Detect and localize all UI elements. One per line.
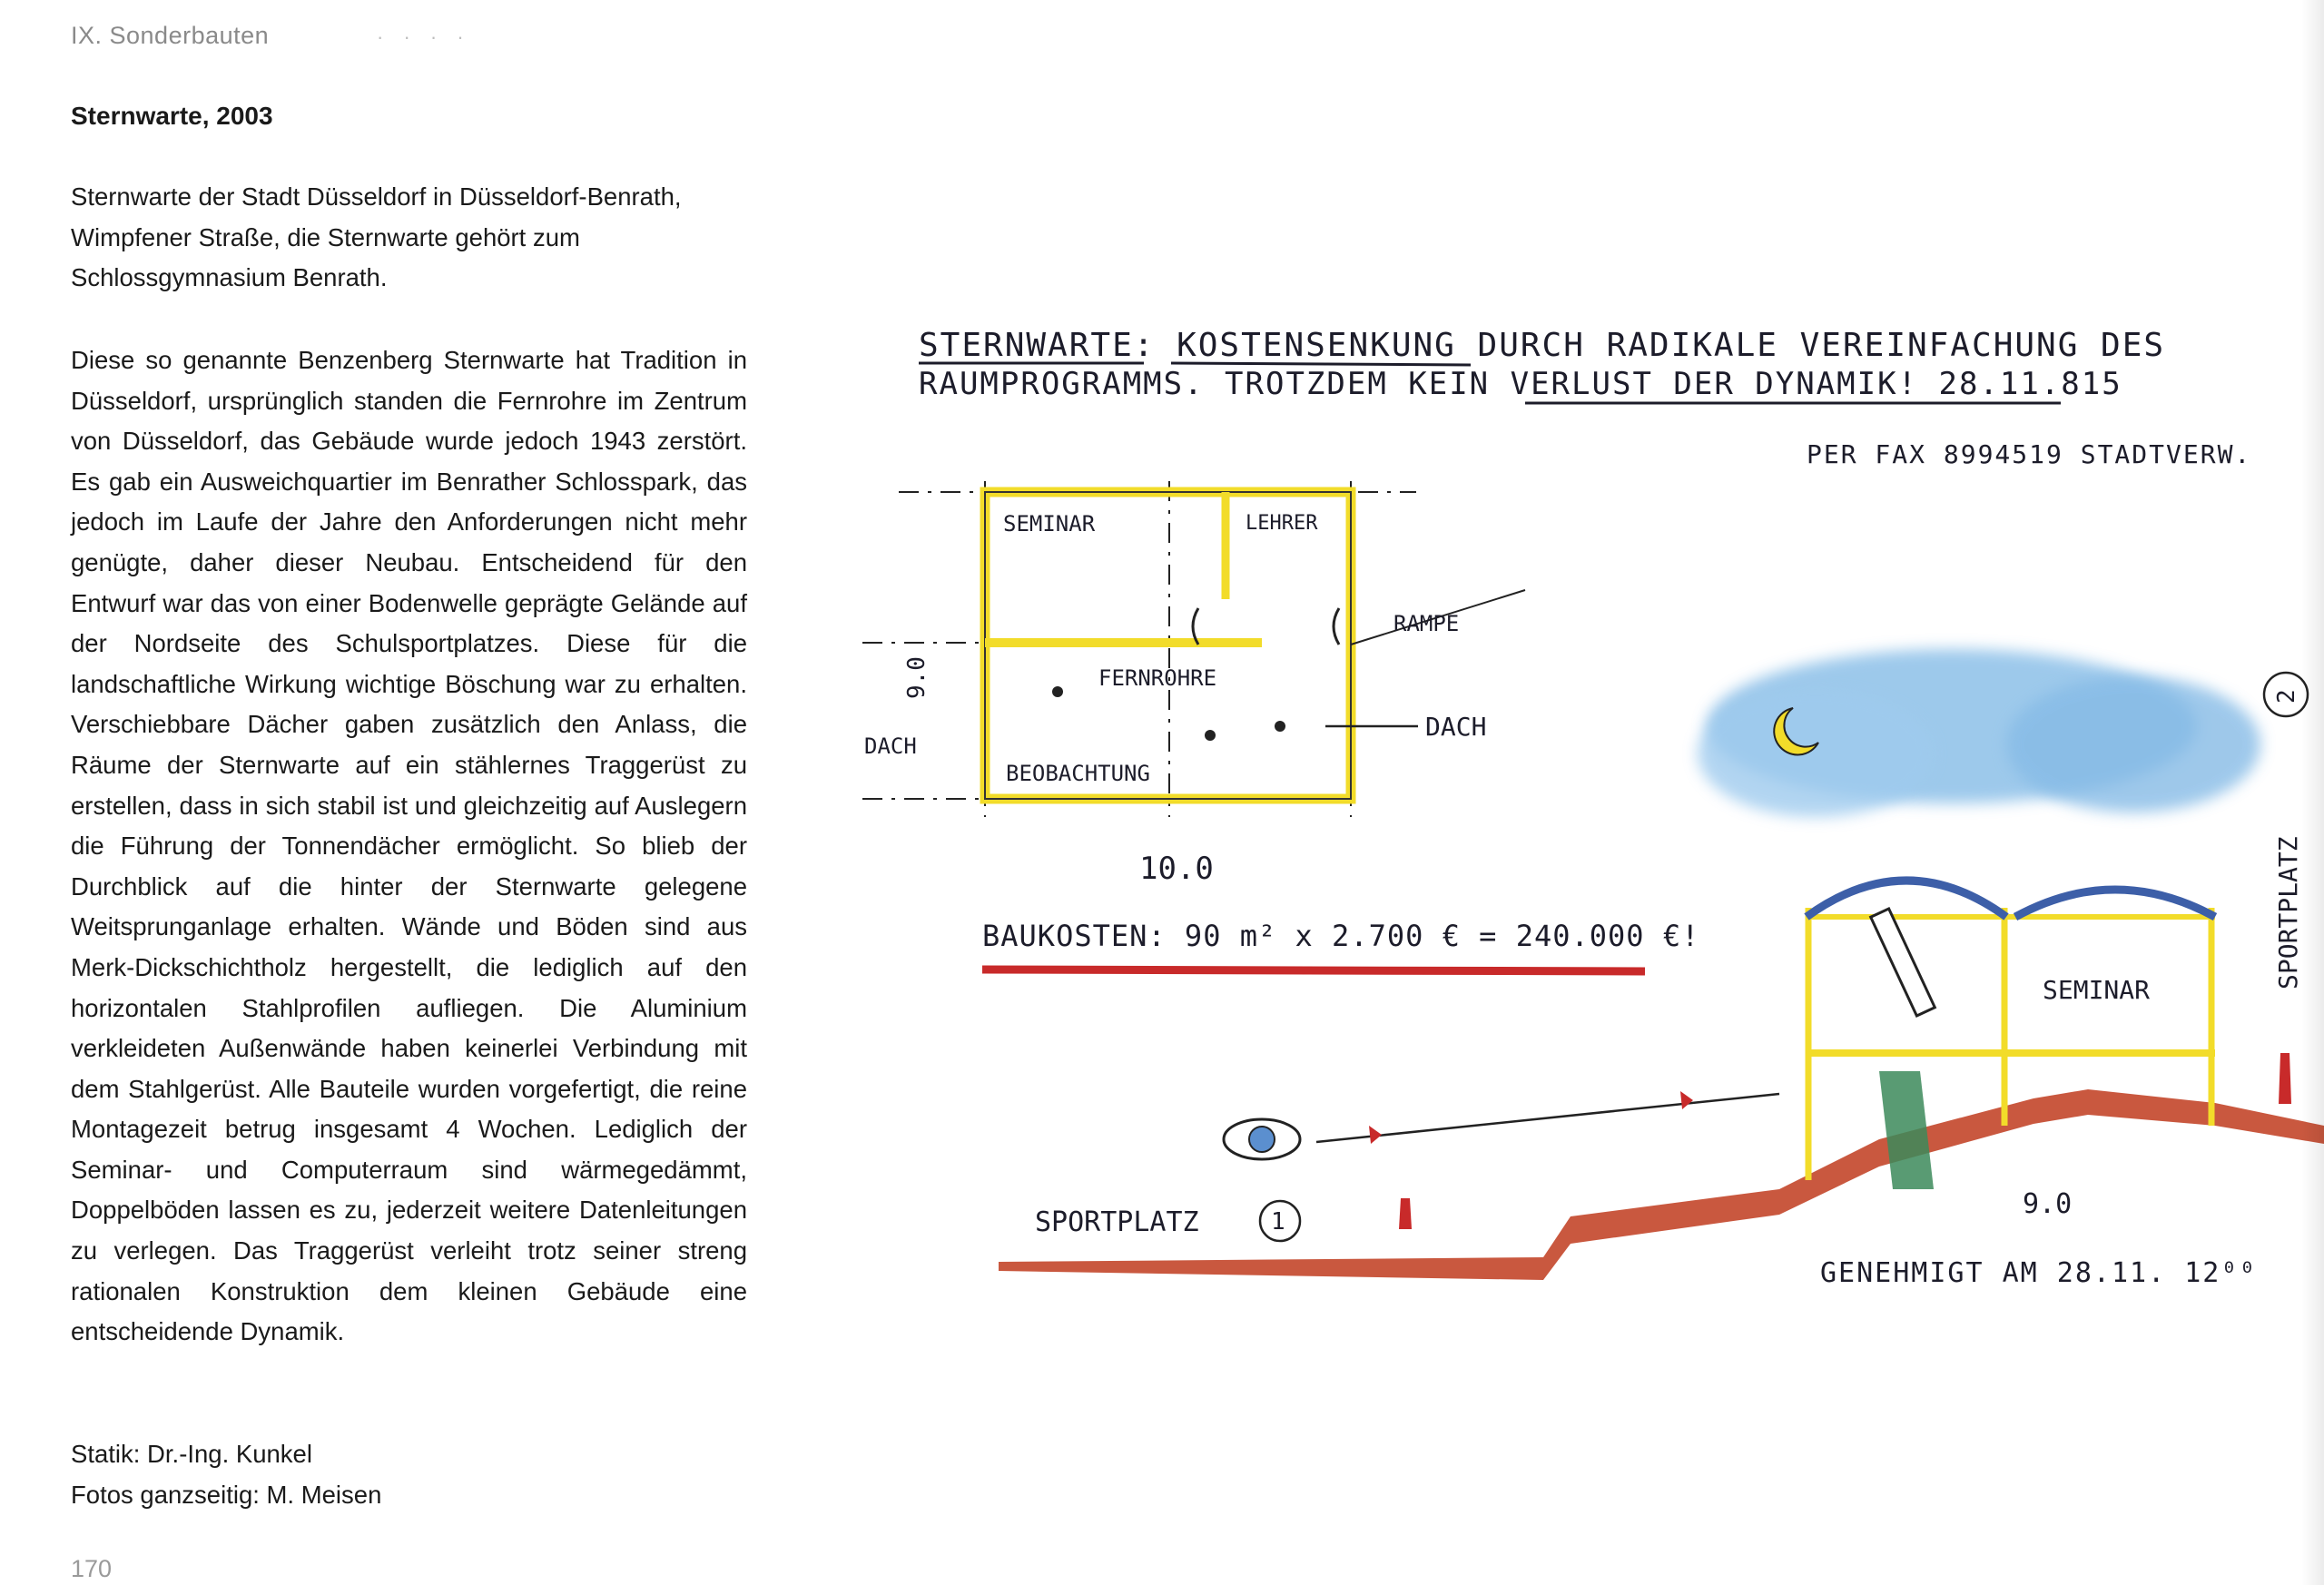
article-title: Sternwarte, 2003 xyxy=(71,102,273,130)
sketch-headline-2: RAUMPROGRAMMS. TROTZDEM KEIN VERLUST DER… xyxy=(919,366,2122,402)
view-arrow xyxy=(1315,1092,1780,1144)
section-label-seminar: SEMINAR xyxy=(2043,975,2150,1005)
eye-iris xyxy=(1248,1126,1275,1153)
plan-label-seminar: SEMINAR xyxy=(1003,511,1096,537)
sightline-cone xyxy=(1879,1071,1934,1189)
cost-line: BAUKOSTEN: 90 m² x 2.700 € = 240.000 €! xyxy=(982,919,1699,953)
barrel-roof-right xyxy=(2013,885,2218,920)
plan-dimension-depth: 9.0 xyxy=(903,656,931,699)
running-head: IX. Sonderbauten xyxy=(71,22,270,49)
person-figure-icon xyxy=(1399,1198,1412,1229)
fax-note: PER FAX 8994519 STADTVERW. xyxy=(1807,439,2251,469)
plan-door-swings xyxy=(1191,607,1341,645)
left-page: IX. Sonderbauten · · · · Sternwarte, 200… xyxy=(0,0,817,1585)
credit-statics: Statik: Dr.-Ing. Kunkel xyxy=(71,1440,312,1468)
plan-dimension-width: 10.0 xyxy=(1139,851,1214,887)
sky-cloud-left xyxy=(1698,690,1934,817)
plan-label-beobachtung: BEOBACHTUNG xyxy=(1006,761,1150,786)
page-number: 170 xyxy=(71,1555,113,1582)
headline-underline-2 xyxy=(1170,361,1472,367)
section-drawing: SEMINAR SPORTPLATZ 1 SPORTPLATZ 2 9.0 xyxy=(999,671,2324,1280)
sketch-headline-1: STERNWARTE: KOSTENSENKUNG DURCH RADIKALE… xyxy=(919,327,2165,364)
plan-label-fernrohre: FERNROHRE xyxy=(1098,665,1216,691)
credit-photos: Fotos ganzseitig: M. Meisen xyxy=(71,1480,382,1509)
section-dimension: 9.0 xyxy=(2023,1188,2072,1220)
page-gutter-shadow xyxy=(2301,0,2324,1585)
marker-1: 1 xyxy=(1271,1208,1285,1236)
approval-note: GENEHMIGT AM 28.11. 12⁰⁰ xyxy=(1820,1257,2257,1289)
telescope-icon xyxy=(1868,906,1937,1019)
night-sky xyxy=(1698,649,2260,817)
sky-cloud-right xyxy=(2006,676,2260,812)
telescope-dot-3 xyxy=(1275,721,1285,732)
running-head-ornament: · · · · xyxy=(377,25,471,48)
marker-circle-2 xyxy=(2262,671,2309,718)
barrel-roof-left xyxy=(1804,876,2009,920)
marker-2: 2 xyxy=(2273,689,2300,704)
ramp-line xyxy=(1350,589,1526,645)
intro-paragraph: Sternwarte der Stadt Düsseldorf in Düsse… xyxy=(71,182,682,292)
architect-sketch: STERNWARTE: KOSTENSENKUNG DURCH RADIKALE… xyxy=(862,327,2324,1289)
section-label-sportplatz-1: SPORTPLATZ xyxy=(1035,1206,1199,1238)
marker-circle-1 xyxy=(1258,1199,1302,1243)
section-label-sportplatz-2: SPORTPLATZ xyxy=(2273,836,2303,989)
view-arrow-heads xyxy=(1369,1091,1693,1144)
ground-profile xyxy=(999,1089,2324,1280)
plan-label-dach-right: DACH xyxy=(1425,712,1486,742)
body-paragraph: Diese so genannte Benzenberg Sternwarte … xyxy=(71,346,747,1346)
plan-label-rampe: RAMPE xyxy=(1393,611,1459,636)
telescope-dot-2 xyxy=(1205,730,1216,741)
plan-label-dach-left: DACH xyxy=(864,733,917,759)
person-figure-right-icon xyxy=(2279,1053,2291,1104)
telescope-dot-1 xyxy=(1052,686,1063,697)
cost-underline xyxy=(981,965,1646,976)
moon-icon xyxy=(1773,707,1819,756)
plan-label-lehrer: LEHRER xyxy=(1246,512,1318,535)
credits: Statik: Dr.-Ing. Kunkel Fotos ganzseitig… xyxy=(71,1434,381,1515)
floor-plan: SEMINAR LEHRER RAMPE FERNROHRE BEOBACHTU… xyxy=(862,481,1526,887)
